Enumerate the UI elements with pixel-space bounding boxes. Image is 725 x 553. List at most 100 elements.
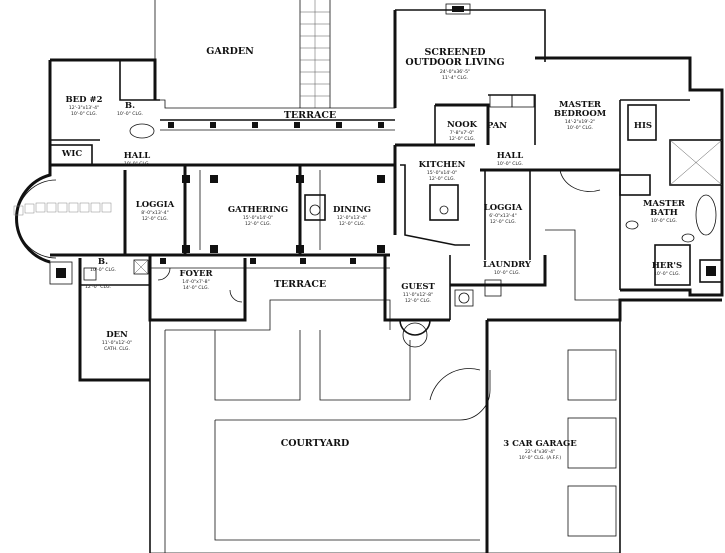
room-name: LAUNDRY — [483, 260, 532, 270]
room-dimension: 10'-0" CLG. — [124, 161, 150, 167]
round-arcade-columns — [13, 202, 112, 216]
room-dimension: 24'-0"x36'-5" — [440, 69, 470, 75]
terrace-columns-bottom — [160, 258, 356, 264]
room-name: OUTDOOR LIVING — [405, 57, 504, 68]
room-name: TERRACE — [284, 110, 336, 121]
room-dimension: 10'-0" CLG. — [117, 111, 143, 117]
room-dimension: 10'-0" CLG. — [497, 161, 523, 167]
terrace-columns-top — [168, 122, 384, 128]
room-courtyard: COURTYARD — [281, 438, 350, 449]
room-name: HER'S — [652, 261, 682, 271]
room-dimension: 12'-0" CLG. — [490, 219, 516, 225]
room-his: HIS — [634, 121, 652, 131]
room-name: FOYER — [179, 269, 213, 279]
room-dimension: 6'-0"x13'-4" — [489, 213, 516, 219]
room-dimension: 10'-0" CLG. — [71, 111, 97, 117]
room-name: COURTYARD — [281, 438, 350, 449]
room-dimension: 12'-3"x13'-4" — [69, 105, 99, 111]
room-name: PAN — [487, 121, 507, 131]
room-dimension: CATH. CLG. — [104, 346, 130, 352]
room-dimension: 10'-0" CLG. (A.F.F.) — [519, 455, 562, 461]
room-hall-lower: 12'-0" CLG. — [85, 284, 111, 290]
room-bath-b-upper: B.10'-0" CLG. — [117, 101, 143, 117]
walls — [13, 0, 724, 553]
room-dimension: 10'-0" CLG. — [651, 218, 677, 224]
room-dimension: 10'-0" CLG. — [494, 270, 520, 276]
room-name: DINING — [333, 205, 371, 215]
room-dimension: 10'-0" CLG. — [567, 125, 593, 131]
room-dimension: 12'-0" CLG. — [405, 298, 431, 304]
room-name: GATHERING — [228, 205, 288, 215]
room-dimension: 12'-0" CLG. — [85, 284, 111, 290]
room-garden: GARDEN — [206, 46, 254, 57]
interior-columns — [182, 175, 385, 253]
room-name: NOOK — [447, 120, 478, 130]
trellis-path — [299, 0, 331, 108]
room-hers: HER'S10'-0" CLG. — [652, 261, 682, 277]
room-name: BEDROOM — [554, 109, 607, 119]
room-name: HALL — [497, 151, 524, 161]
room-name: B. — [125, 101, 135, 111]
room-dimension: 8'-0"x13'-4" — [141, 210, 168, 216]
room-bed2: BED #212'-3"x13'-4"10'-0" CLG. — [65, 95, 102, 117]
room-name: MASTER — [559, 100, 602, 110]
room-dimension: 14'-2"x19'-2" — [565, 119, 595, 125]
room-terrace-top: TERRACE — [284, 110, 336, 121]
room-dimension: 11'-0"x12'-0" — [102, 340, 132, 346]
room-name: GUEST — [401, 282, 435, 292]
room-dimension: 12'-0" CLG. — [429, 176, 455, 182]
room-bath-b-lower: B.10'-0" CLG. — [90, 257, 116, 273]
room-name: LOGGIA — [484, 203, 523, 213]
room-dimension: 14'-0"x7'-8" — [182, 279, 209, 285]
room-name: B. — [98, 257, 108, 267]
room-dimension: 14'-0" CLG. — [183, 285, 209, 291]
room-name: HALL — [124, 151, 151, 161]
room-dimension: 10'-0" CLG. — [654, 271, 680, 277]
room-terrace-bottom: TERRACE — [274, 279, 326, 290]
room-name: KITCHEN — [419, 160, 466, 170]
room-name: 3 CAR GARAGE — [503, 439, 577, 449]
room-dimension: 15'-0"x14'-0" — [243, 215, 273, 221]
room-dimension: 22'-4"x36'-4" — [525, 449, 555, 455]
room-dimension: 12'-0"x13'-4" — [337, 215, 367, 221]
room-name: GARDEN — [206, 46, 254, 57]
room-dimension: 15'-0"x14'-0" — [427, 170, 457, 176]
room-dimension: 12'-0" CLG. — [245, 221, 271, 227]
room-name: DEN — [106, 330, 128, 340]
room-dimension: 12'-0" CLG. — [339, 221, 365, 227]
room-name: MASTER — [643, 199, 686, 209]
room-name: SCREENED — [425, 47, 486, 58]
room-wic: WIC — [61, 149, 83, 159]
room-dimension: 7'-8"x7'-0" — [450, 130, 474, 136]
room-name: LOGGIA — [136, 200, 175, 210]
room-name: BED #2 — [65, 95, 102, 105]
room-name: HIS — [634, 121, 652, 131]
room-pan: PAN — [487, 121, 507, 131]
room-name: BATH — [650, 208, 678, 218]
room-dimension: 10'-0" CLG. — [90, 267, 116, 273]
room-dimension: 11'-4" CLG. — [442, 75, 468, 81]
room-dimension: 12'-0" CLG. — [142, 216, 168, 222]
room-name: TERRACE — [274, 279, 326, 290]
room-dimension: 12'-0" CLG. — [449, 136, 475, 142]
room-dimension: 11'-0"x12'-8" — [403, 292, 433, 298]
room-name: WIC — [61, 149, 83, 159]
